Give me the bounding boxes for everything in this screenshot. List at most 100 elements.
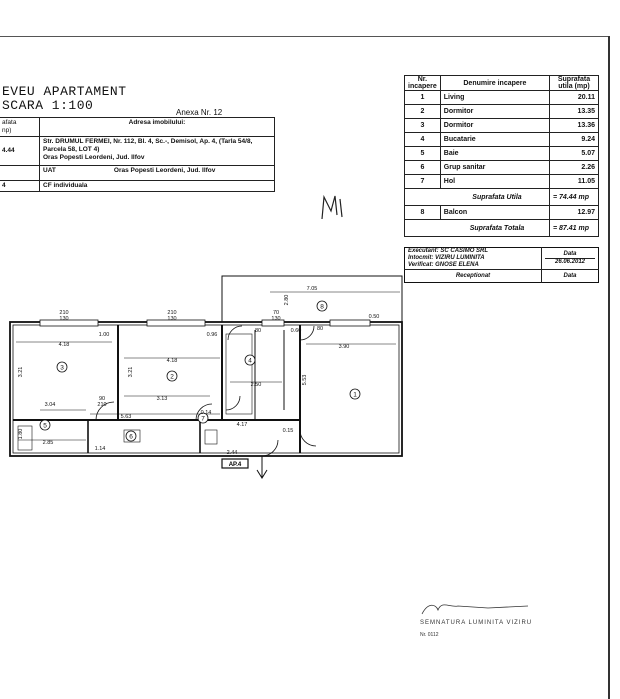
- dim: 210: [97, 402, 106, 408]
- room-area: 2.26: [549, 160, 599, 175]
- room-area: 9.24: [549, 132, 599, 147]
- page-top-border: [0, 36, 610, 37]
- title-line-1: EVEU APARTAMENT: [2, 84, 127, 99]
- dim: 5.53: [302, 375, 308, 386]
- executant-info: Executant: SC CASIMO SRL Intocmit: VIZIR…: [404, 247, 542, 270]
- room-label-4: 4: [248, 358, 252, 365]
- dim: 1.80: [18, 429, 24, 440]
- total-label: Suprafata Totala: [404, 219, 550, 237]
- room-nr: 3: [404, 118, 441, 133]
- dim: 4.18: [59, 342, 70, 348]
- anexa-label: Anexa Nr. 12: [176, 108, 223, 117]
- dim: 90: [99, 396, 105, 402]
- total-value: = 87.41 mp: [549, 219, 599, 237]
- util-label: Suprafata Utila: [404, 188, 550, 206]
- room-name: Baie: [439, 146, 551, 161]
- dim: 2.44: [227, 450, 238, 456]
- room-label-3: 3: [60, 365, 64, 372]
- room-nr: 5: [404, 146, 441, 161]
- room-label-8: 8: [320, 304, 324, 311]
- room-area: 5.07: [549, 146, 599, 161]
- room-label-6: 6: [129, 434, 133, 441]
- date-2: Data: [563, 272, 577, 279]
- room-markers: [39, 300, 361, 442]
- dim: 130: [59, 316, 68, 322]
- room-nr: 1: [404, 90, 441, 105]
- room-label-5: 5: [43, 423, 47, 430]
- cf-label: CF individuala: [39, 180, 275, 192]
- dim: 70: [273, 310, 279, 316]
- floor-plan: 1 2 3 4 5 6 7 8 210 130 210 130 70 130 7…: [9, 275, 403, 479]
- header-name: Denumire incapere: [439, 75, 551, 91]
- signature-name: SEMNATURA LUMINITA VIZIRU: [420, 620, 533, 626]
- room-name: Dormitor: [439, 118, 551, 133]
- address-header: Adresa imobilului:: [39, 117, 275, 137]
- dim: 3.21: [18, 367, 24, 378]
- dim: 1.00: [99, 332, 110, 338]
- page-right-border: [608, 36, 610, 699]
- address-value: Str. DRUMUL FERMEI, Nr. 112, Bl. 4, Sc.-…: [39, 136, 275, 166]
- room-area: 13.36: [549, 118, 599, 133]
- apartment-label: AP.4: [229, 462, 242, 468]
- dim: 2.50: [251, 382, 262, 388]
- room-name: Living: [439, 90, 551, 105]
- document-title: EVEU APARTAMENT SCARA 1:100: [2, 85, 127, 113]
- outer-wall: [9, 321, 403, 457]
- balcon-name: Balcon: [439, 205, 551, 220]
- signature-scribble: [421, 604, 529, 615]
- dim: 7.05: [307, 286, 318, 292]
- inner-wall-line: [12, 324, 400, 454]
- dim: 80: [255, 328, 261, 334]
- room-label-1: 1: [353, 392, 357, 399]
- room-nr: 2: [404, 104, 441, 119]
- room-name: Bucatarie: [439, 132, 551, 147]
- room-name: Hol: [439, 174, 551, 189]
- balcon-nr: 8: [404, 205, 441, 220]
- util-value: = 74.44 mp: [549, 188, 599, 206]
- dim: 3.21: [128, 367, 134, 378]
- header-nr: Nr. incapere: [404, 75, 441, 91]
- dim: 3.90: [339, 344, 350, 350]
- dim: 2.80: [284, 295, 290, 306]
- dim: 0.60: [291, 328, 302, 334]
- handwritten-mark: [321, 194, 343, 220]
- dim: 1.14: [95, 446, 106, 452]
- dim: 210: [167, 310, 176, 316]
- room-area: 13.35: [549, 104, 599, 119]
- dim: 3.13: [157, 396, 168, 402]
- dim: 5.63: [121, 414, 132, 420]
- room-label-7: 7: [201, 416, 205, 423]
- balcon-area: 12.97: [549, 205, 599, 220]
- dim: 0.50: [369, 314, 380, 320]
- room-area: 20.11: [549, 90, 599, 105]
- cf-number: 4: [0, 180, 40, 192]
- dim: 130: [271, 316, 280, 322]
- title-line-2: SCARA 1:100: [2, 98, 94, 113]
- executant-table: Executant: SC CASIMO SRL Intocmit: VIZIR…: [404, 247, 599, 283]
- room-name: Dormitor: [439, 104, 551, 119]
- room-label-2: 2: [170, 374, 174, 381]
- dim: 2.85: [43, 440, 54, 446]
- rooms-table: Nr. incapere Denumire incapere Suprafata…: [404, 75, 599, 237]
- signature-number: Nr. 0112: [420, 632, 439, 638]
- dim: 0.14: [201, 410, 212, 416]
- area-value: 4.44: [0, 136, 40, 166]
- dim: 0.15: [283, 428, 294, 434]
- dim: 80: [317, 326, 323, 332]
- dim: 210: [59, 310, 68, 316]
- dim: 4.17: [237, 422, 248, 428]
- dim: 3.04: [45, 402, 56, 408]
- room-nr: 7: [404, 174, 441, 189]
- room-nr: 4: [404, 132, 441, 147]
- receptionat: Receptionat: [404, 269, 542, 283]
